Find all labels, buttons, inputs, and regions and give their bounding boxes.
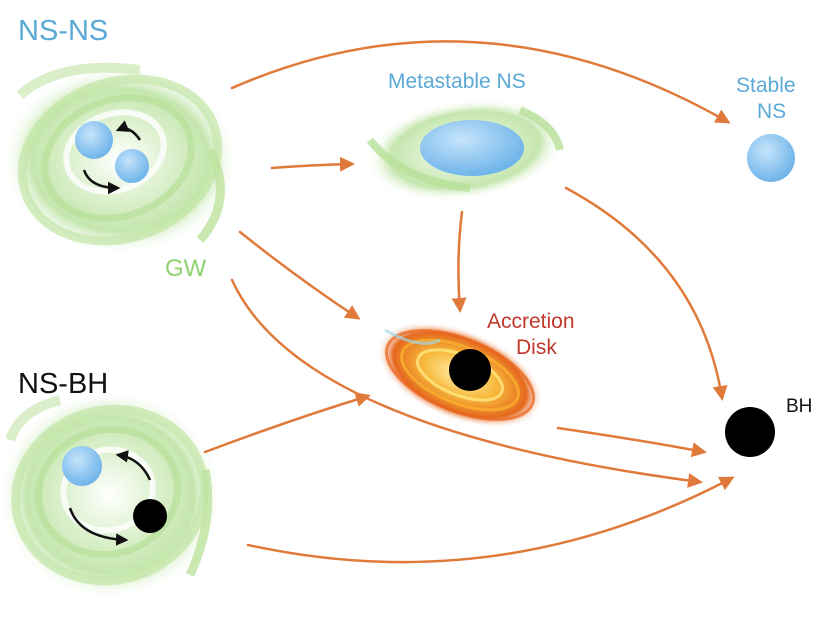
transition-arrows — [203, 40, 735, 564]
orbit-arrow-icon — [82, 169, 121, 195]
arrow-nsns-to-disk — [238, 230, 361, 320]
orbit-arrow-icon — [68, 507, 129, 546]
bh-label: BH — [786, 396, 812, 417]
neutron-star-icon — [62, 446, 102, 486]
ns-bh-gw-halo — [0, 390, 222, 600]
arrow-metastable-to-bh — [564, 186, 728, 401]
black-hole-icon — [133, 499, 167, 533]
metastable-ns-label: Metastable NS — [388, 70, 526, 93]
stable-ns-label-line2: NS — [757, 100, 786, 123]
arrow-nsns-to-stable-ns — [230, 40, 731, 124]
accretion-disk-label-line2: Disk — [516, 336, 557, 359]
black-hole-icon — [449, 349, 491, 391]
orbit-arrow-icon — [115, 120, 142, 141]
stable-ns-label-line1: Stable — [736, 74, 796, 97]
arrow-nsbh-to-bh — [246, 476, 735, 564]
arrow-nsbh-to-disk — [203, 392, 371, 454]
final-black-hole-icon — [725, 407, 775, 457]
ns-bh-label: NS-BH — [18, 368, 108, 400]
neutron-star-icon — [75, 121, 113, 159]
metastable-neutron-star-icon — [420, 120, 524, 176]
orbit-arrow-icon — [115, 450, 152, 481]
accretion-disk-label-line1: Accretion — [487, 310, 575, 333]
gw-label: GW — [165, 255, 207, 282]
arrow-nsns-to-metastable — [270, 156, 355, 172]
arrow-disk-to-bh — [556, 426, 707, 458]
ns-ns-label: NS-NS — [18, 15, 108, 47]
stable-neutron-star-icon — [747, 134, 795, 182]
arrow-nsns-to-bh — [230, 278, 703, 488]
neutron-star-icon — [115, 149, 149, 183]
arrow-metastable-to-disk — [451, 210, 467, 313]
